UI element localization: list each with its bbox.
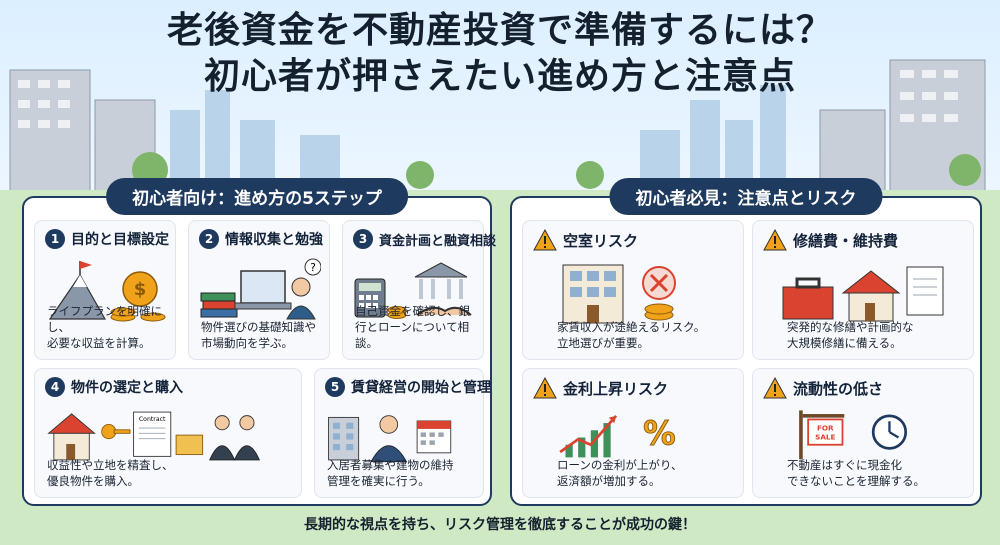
step-number: 3 [353,229,373,249]
risk-title: 流動性の低さ [793,379,884,398]
risk-desc-line-2: 立地選びが重要。 [557,336,649,350]
step-desc-line-2: 行とローンについて相談。 [355,320,470,350]
sign-text-for: FOR [817,423,834,432]
title-line-2: 初心者が押さえたい進め方と注意点 [203,56,796,97]
risk-card-vacancy: 空室リスク 家賃収入が途絶えるリスク。 立地選びが重要。 [522,220,744,360]
vacant-building-icon [562,264,676,324]
for-sale-sign-clock-icon: FOR SALE [799,410,908,460]
risk-title: 修繕費・維持費 [793,231,899,250]
step-desc-line-2: 必要な収益を計算。 [47,336,151,350]
warning-icon [533,229,557,251]
svg-text:?: ? [310,261,316,274]
footer-message: 長期的な視点を持ち、リスク管理を徹底することが成功の鍵！ [304,517,696,533]
step-desc-line-2: 市場動向を学ぶ。 [201,336,293,350]
step-desc-line-1: 自己資金を確認し、銀 [355,304,470,318]
title-line-1: 老後資金を不動産投資で準備するには？ [166,10,833,51]
apartment-manager-calendar-icon [328,415,452,463]
risk-desc-line-1: 突発的な修繕や計画的な [787,320,914,334]
step-desc-line-1: ライフプランを明確にし、 [47,304,162,334]
books-laptop-person-icon: ? [200,258,321,320]
page-title: 老後資金を不動産投資で準備するには？ 初心者が押さえたい進め方と注意点 [0,8,1000,100]
risk-desc-line-2: 大規模修繕に備える。 [787,336,902,350]
percent-symbol: % [643,415,676,453]
warning-icon [763,377,787,399]
risk-desc-line-2: 返済額が増加する。 [557,474,661,488]
mountain-goal-coins-icon: $ [48,261,166,322]
step-number: 2 [199,229,219,249]
warning-icon [533,377,557,399]
risk-card-repair: 修繕費・維持費 突発的な修繕や計画的な 大規模修繕に備える。 [752,220,974,360]
step-title: 目的と目標設定 [71,232,169,248]
step-number: 1 [45,229,65,249]
toolbox-house-icon [782,266,944,322]
risk-card-interest: 金利上昇リスク % ローンの金利が上がり、 返済額が増加する。 [522,368,744,498]
risk-title: 金利上昇リスク [563,379,669,398]
step-title: 賃貸経営の開始と管理 [351,380,491,396]
step-card-1: 1 目的と目標設定 $ ライフプランを明確にし、 必要な収益を計算。 [34,220,176,360]
risk-desc-line-1: 不動産はすぐに現金化 [787,458,902,472]
step-title: 物件の選定と購入 [71,380,183,396]
step-card-2: 2 情報収集と勉強 ? 物件選びの基礎知識や 市場動向を学ぶ。 [188,220,330,360]
step-desc-line-2: 管理を確実に行う。 [327,474,430,488]
risks-panel: 初心者必見：注意点とリスク 空室リスク 家賃収入が途絶えるリスク。 立地選びが重… [510,178,982,506]
rising-rate-icon: % [559,414,676,458]
risk-desc-line-2: できないことを理解する。 [787,474,925,488]
risk-desc-line-1: 家賃収入が途絶えるリスク。 [557,320,706,334]
risks-panel-header: 初心者必見：注意点とリスク [609,178,883,215]
step-desc-line-1: 収益性や立地を精査し、 [47,458,174,472]
step-desc-line-1: 入居者募集や建物の維持 [327,458,454,472]
risk-card-liquidity: 流動性の低さ FOR SALE 不動産はすぐに現金化 できないことを理解する。 [752,368,974,498]
step-card-5: 5 賃貸経営の開始と管理 入居者募集や建物の維持 管理を確実に行う。 [314,368,491,498]
step-number: 4 [45,377,65,397]
warning-icon [763,229,787,251]
step-title: 情報収集と勉強 [225,232,323,248]
svg-text:$: $ [134,279,147,300]
step-desc-line-2: 優良物件を購入。 [47,474,139,488]
step-desc-line-1: 物件選びの基礎知識や [201,320,316,334]
sign-text-sale: SALE [815,432,835,441]
step-title: 資金計画と融資相談 [379,233,497,249]
house-key-contract-icon: Contract [47,411,261,461]
risk-desc-line-1: ローンの金利が上がり、 [557,458,683,472]
calculator-bank-handshake-icon [354,262,472,319]
step-card-3: 3 資金計画と融資相談 自己資金を確認し、銀 行とローンについて相談。 [342,220,496,360]
step-number: 5 [325,377,345,397]
step-card-4: 4 物件の選定と購入 Contract 収益性や立地を精査し、 優良物件を購入。 [34,368,302,498]
contract-label: Contract [139,416,166,423]
risk-title: 空室リスク [563,231,639,250]
steps-panel: 初心者向け：進め方の5ステップ 1 目的と目標設定 $ ライフプランを明確にし、… [22,178,496,506]
steps-panel-header: 初心者向け：進め方の5ステップ [106,178,408,215]
